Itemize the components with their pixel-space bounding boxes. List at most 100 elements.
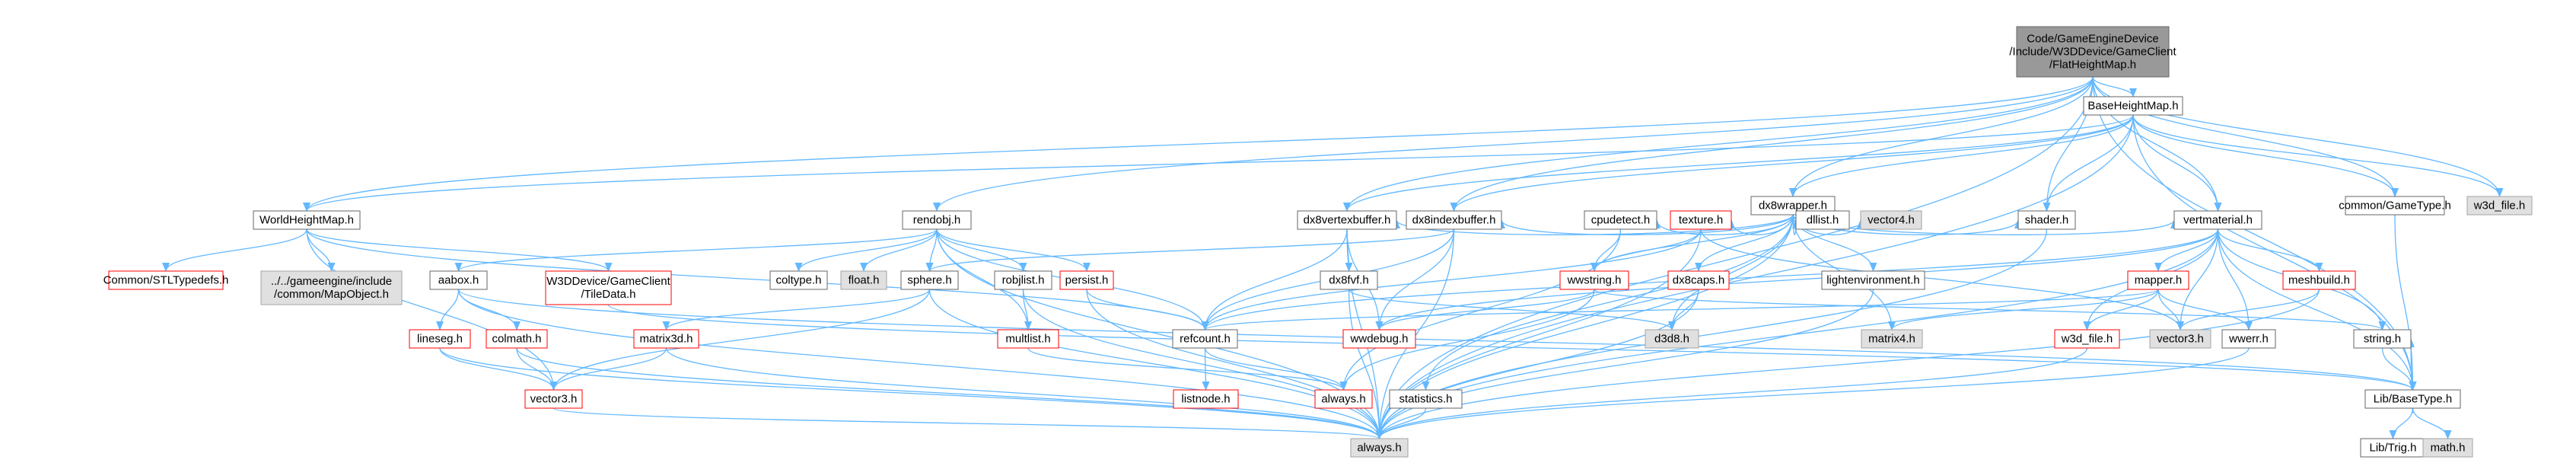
node-box-rendobj[interactable] bbox=[902, 210, 972, 230]
node-box-tiledata[interactable] bbox=[545, 270, 672, 305]
node-wwdebug[interactable]: wwdebug.h bbox=[1342, 329, 1416, 349]
node-box-refcount[interactable] bbox=[1172, 329, 1238, 349]
node-worldheightmap[interactable]: WorldHeightMap.h bbox=[253, 210, 361, 230]
node-box-commongametype[interactable] bbox=[2345, 196, 2445, 216]
node-label-root: Code/GameEngineDevice bbox=[2027, 33, 2158, 46]
node-label-always_red: always.h bbox=[1321, 393, 1365, 406]
edge-dx8indexbuffer-to-sphere bbox=[925, 228, 1455, 272]
node-box-wwdebug[interactable] bbox=[1342, 329, 1416, 349]
node-box-libtrig[interactable] bbox=[2360, 438, 2426, 458]
edge-vertmaterial-to-mapper bbox=[2154, 228, 2219, 272]
node-label-root: /Include/W3DDevice/GameClient bbox=[2009, 46, 2176, 59]
node-tiledata[interactable]: W3DDevice/GameClient/TileData.h bbox=[545, 270, 672, 305]
node-box-always_red[interactable] bbox=[1314, 389, 1373, 409]
node-box-coltype[interactable] bbox=[769, 270, 828, 290]
node-box-lineseg[interactable] bbox=[409, 329, 471, 349]
node-mapper[interactable]: mapper.h bbox=[2127, 270, 2189, 290]
edge-baseheightmap-to-commongametype bbox=[2132, 114, 2399, 197]
node-box-float bbox=[840, 270, 887, 290]
node-box-commonstl[interactable] bbox=[108, 270, 224, 290]
node-dx8indexbuffer[interactable]: dx8indexbuffer.h bbox=[1406, 210, 1502, 230]
edge-dx8indexbuffer-to-wwdebug bbox=[1375, 228, 1455, 330]
node-statistics[interactable]: statistics.h bbox=[1389, 389, 1463, 409]
node-cpudetect[interactable]: cpudetect.h bbox=[1584, 210, 1657, 230]
node-box-dx8indexbuffer[interactable] bbox=[1406, 210, 1502, 230]
node-vertmaterial[interactable]: vertmaterial.h bbox=[2173, 210, 2262, 230]
node-box-dx8vertexbuffer[interactable] bbox=[1297, 210, 1397, 230]
node-label-rendobj: rendobj.h bbox=[913, 214, 961, 227]
node-box-dx8fvf[interactable] bbox=[1320, 270, 1378, 290]
node-box-string[interactable] bbox=[2353, 329, 2412, 349]
node-basetype[interactable]: Lib/BaseType.h bbox=[2364, 389, 2461, 409]
node-label-aabox: aabox.h bbox=[438, 274, 479, 287]
edge-tiledata-to-basetype bbox=[607, 304, 2417, 391]
node-box-vector3[interactable] bbox=[524, 389, 583, 409]
node-box-mapobject bbox=[260, 270, 403, 305]
node-box-statistics[interactable] bbox=[1389, 389, 1463, 409]
edge-dx8wrapper-to-cpudetect bbox=[1653, 214, 1794, 235]
node-box-listnode[interactable] bbox=[1173, 389, 1239, 409]
node-box-basetype[interactable] bbox=[2364, 389, 2461, 409]
node-box-matrix3d[interactable] bbox=[633, 329, 699, 349]
node-w3dfileh[interactable]: w3d_file.h bbox=[2054, 329, 2120, 349]
node-colmath[interactable]: colmath.h bbox=[486, 329, 548, 349]
node-commongametype[interactable]: common/GameType.h bbox=[2339, 196, 2451, 216]
node-dx8fvf[interactable]: dx8fvf.h bbox=[1320, 270, 1378, 290]
node-coltype[interactable]: coltype.h bbox=[769, 270, 828, 290]
node-box-wwerr[interactable] bbox=[2221, 329, 2276, 349]
node-wwerr[interactable]: wwerr.h bbox=[2221, 329, 2276, 349]
node-box-persist[interactable] bbox=[1059, 270, 1114, 290]
edge-aabox-to-colmath bbox=[457, 289, 521, 330]
node-matrix3d[interactable]: matrix3d.h bbox=[633, 329, 699, 349]
node-refcount[interactable]: refcount.h bbox=[1172, 329, 1238, 349]
node-box-mapper[interactable] bbox=[2127, 270, 2189, 290]
node-label-wwstring: wwstring.h bbox=[1567, 274, 1622, 287]
node-box-cpudetect[interactable] bbox=[1584, 210, 1657, 230]
node-box-aabox[interactable] bbox=[429, 270, 488, 290]
node-dx8vertexbuffer[interactable]: dx8vertexbuffer.h bbox=[1297, 210, 1397, 230]
node-dllist[interactable]: dllist.h bbox=[1795, 210, 1850, 230]
node-box-baseheightmap[interactable] bbox=[2083, 96, 2183, 116]
node-box-colmath[interactable] bbox=[486, 329, 548, 349]
node-dx8wrapper[interactable]: dx8wrapper.h bbox=[1750, 196, 1836, 216]
edge-refcount-to-always_red bbox=[1204, 347, 1348, 391]
node-persist[interactable]: persist.h bbox=[1059, 270, 1114, 290]
node-box-vertmaterial[interactable] bbox=[2173, 210, 2262, 230]
node-listnode[interactable]: listnode.h bbox=[1173, 389, 1239, 409]
edge-root-to-always bbox=[1375, 76, 2094, 439]
node-string[interactable]: string.h bbox=[2353, 329, 2412, 349]
node-multlist[interactable]: multlist.h bbox=[997, 329, 1059, 349]
node-aabox[interactable]: aabox.h bbox=[429, 270, 488, 290]
node-lineseg[interactable]: lineseg.h bbox=[409, 329, 471, 349]
node-robjlist[interactable]: robjlist.h bbox=[994, 270, 1052, 290]
node-vector3[interactable]: vector3.h bbox=[524, 389, 583, 409]
node-sphere[interactable]: sphere.h bbox=[900, 270, 959, 290]
node-lightenvironment[interactable]: lightenvironment.h bbox=[1821, 270, 1925, 290]
node-box-wwstring[interactable] bbox=[1559, 270, 1629, 290]
node-libtrig[interactable]: Lib/Trig.h bbox=[2360, 438, 2426, 458]
node-box-dllist[interactable] bbox=[1795, 210, 1850, 230]
node-commonstl[interactable]: Common/STLTypedefs.h bbox=[103, 270, 229, 290]
node-label-refcount: refcount.h bbox=[1180, 333, 1231, 346]
node-box-worldheightmap[interactable] bbox=[253, 210, 361, 230]
edge-rendobj-to-float bbox=[860, 228, 938, 272]
node-box-multlist[interactable] bbox=[997, 329, 1059, 349]
node-shader[interactable]: shader.h bbox=[2017, 210, 2076, 230]
node-meshbuild[interactable]: meshbuild.h bbox=[2282, 270, 2356, 290]
node-box-w3dfileh[interactable] bbox=[2054, 329, 2120, 349]
edge-root-to-dx8vertexbuffer bbox=[1343, 76, 2094, 212]
node-always_red[interactable]: always.h bbox=[1314, 389, 1373, 409]
node-box-texture[interactable] bbox=[1670, 210, 1732, 230]
node-wwstring[interactable]: wwstring.h bbox=[1559, 270, 1629, 290]
node-dx8caps[interactable]: dx8caps.h bbox=[1667, 270, 1730, 290]
edge-basetype-to-math bbox=[2412, 407, 2452, 439]
node-baseheightmap[interactable]: BaseHeightMap.h bbox=[2083, 96, 2183, 116]
node-box-robjlist[interactable] bbox=[994, 270, 1052, 290]
node-texture[interactable]: texture.h bbox=[1670, 210, 1732, 230]
node-box-shader[interactable] bbox=[2017, 210, 2076, 230]
node-box-meshbuild[interactable] bbox=[2282, 270, 2356, 290]
node-box-dx8caps[interactable] bbox=[1667, 270, 1730, 290]
node-box-sphere[interactable] bbox=[900, 270, 959, 290]
node-rendobj[interactable]: rendobj.h bbox=[902, 210, 972, 230]
node-box-lightenvironment[interactable] bbox=[1821, 270, 1925, 290]
